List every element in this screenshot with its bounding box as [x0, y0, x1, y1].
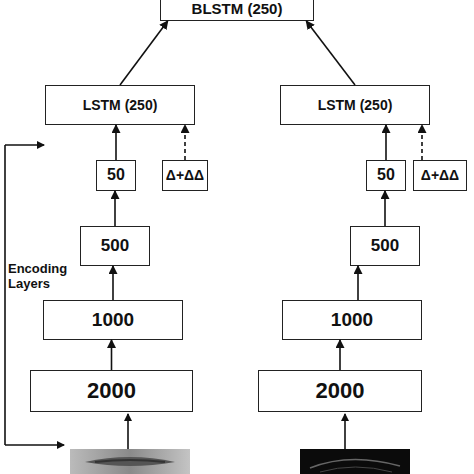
dashed-arrow [184, 125, 186, 160]
layer-box: Δ+ΔΔ [162, 160, 208, 191]
bracket-arrow [5, 144, 44, 146]
flow-arrow [112, 266, 114, 300]
flow-arrow [339, 340, 341, 370]
layer-label: LSTM (250) [318, 98, 393, 113]
layer-label: 500 [371, 237, 399, 255]
layer-box: Δ+ΔΔ [413, 160, 467, 191]
bracket-arrow [5, 444, 64, 446]
flow-arrow [385, 125, 387, 160]
flow-arrow [115, 125, 117, 160]
layer-label: 2000 [316, 379, 365, 402]
layer-box: 50 [366, 160, 406, 191]
layer-label: 500 [101, 237, 129, 255]
annotation-label: Encoding Layers [8, 262, 78, 292]
ultrasound-image [300, 449, 410, 474]
layer-label: BLSTM (250) [192, 1, 283, 17]
layer-box: 2000 [30, 370, 193, 412]
layer-box: 2000 [258, 370, 422, 412]
layer-box: 50 [96, 160, 136, 191]
layer-box: 1000 [43, 300, 183, 340]
flow-arrow [384, 191, 386, 226]
layer-label: Δ+ΔΔ [166, 168, 204, 183]
layer-box: BLSTM (250) [160, 0, 314, 21]
layer-box: 1000 [282, 300, 422, 340]
layer-box: LSTM (250) [280, 85, 430, 125]
lip-image [70, 449, 190, 474]
layer-box: 500 [80, 226, 150, 266]
dashed-arrow [421, 125, 423, 160]
layer-box: LSTM (250) [45, 85, 195, 125]
layer-label: 2000 [87, 379, 136, 402]
flow-arrow [306, 21, 355, 85]
layer-label: 50 [377, 167, 395, 184]
flow-arrow [357, 266, 359, 300]
layer-label: LSTM (250) [83, 98, 158, 113]
bracket-line [4, 145, 6, 445]
flow-arrow [111, 340, 113, 370]
flow-arrow [114, 191, 116, 226]
layer-box: 500 [350, 226, 420, 266]
layer-label: 1000 [331, 310, 373, 330]
input-arrow [127, 414, 129, 449]
input-arrow [344, 414, 346, 449]
layer-label: 1000 [92, 310, 134, 330]
layer-label: 50 [107, 167, 125, 184]
layer-label: Δ+ΔΔ [421, 168, 459, 183]
flow-arrow [120, 21, 168, 85]
